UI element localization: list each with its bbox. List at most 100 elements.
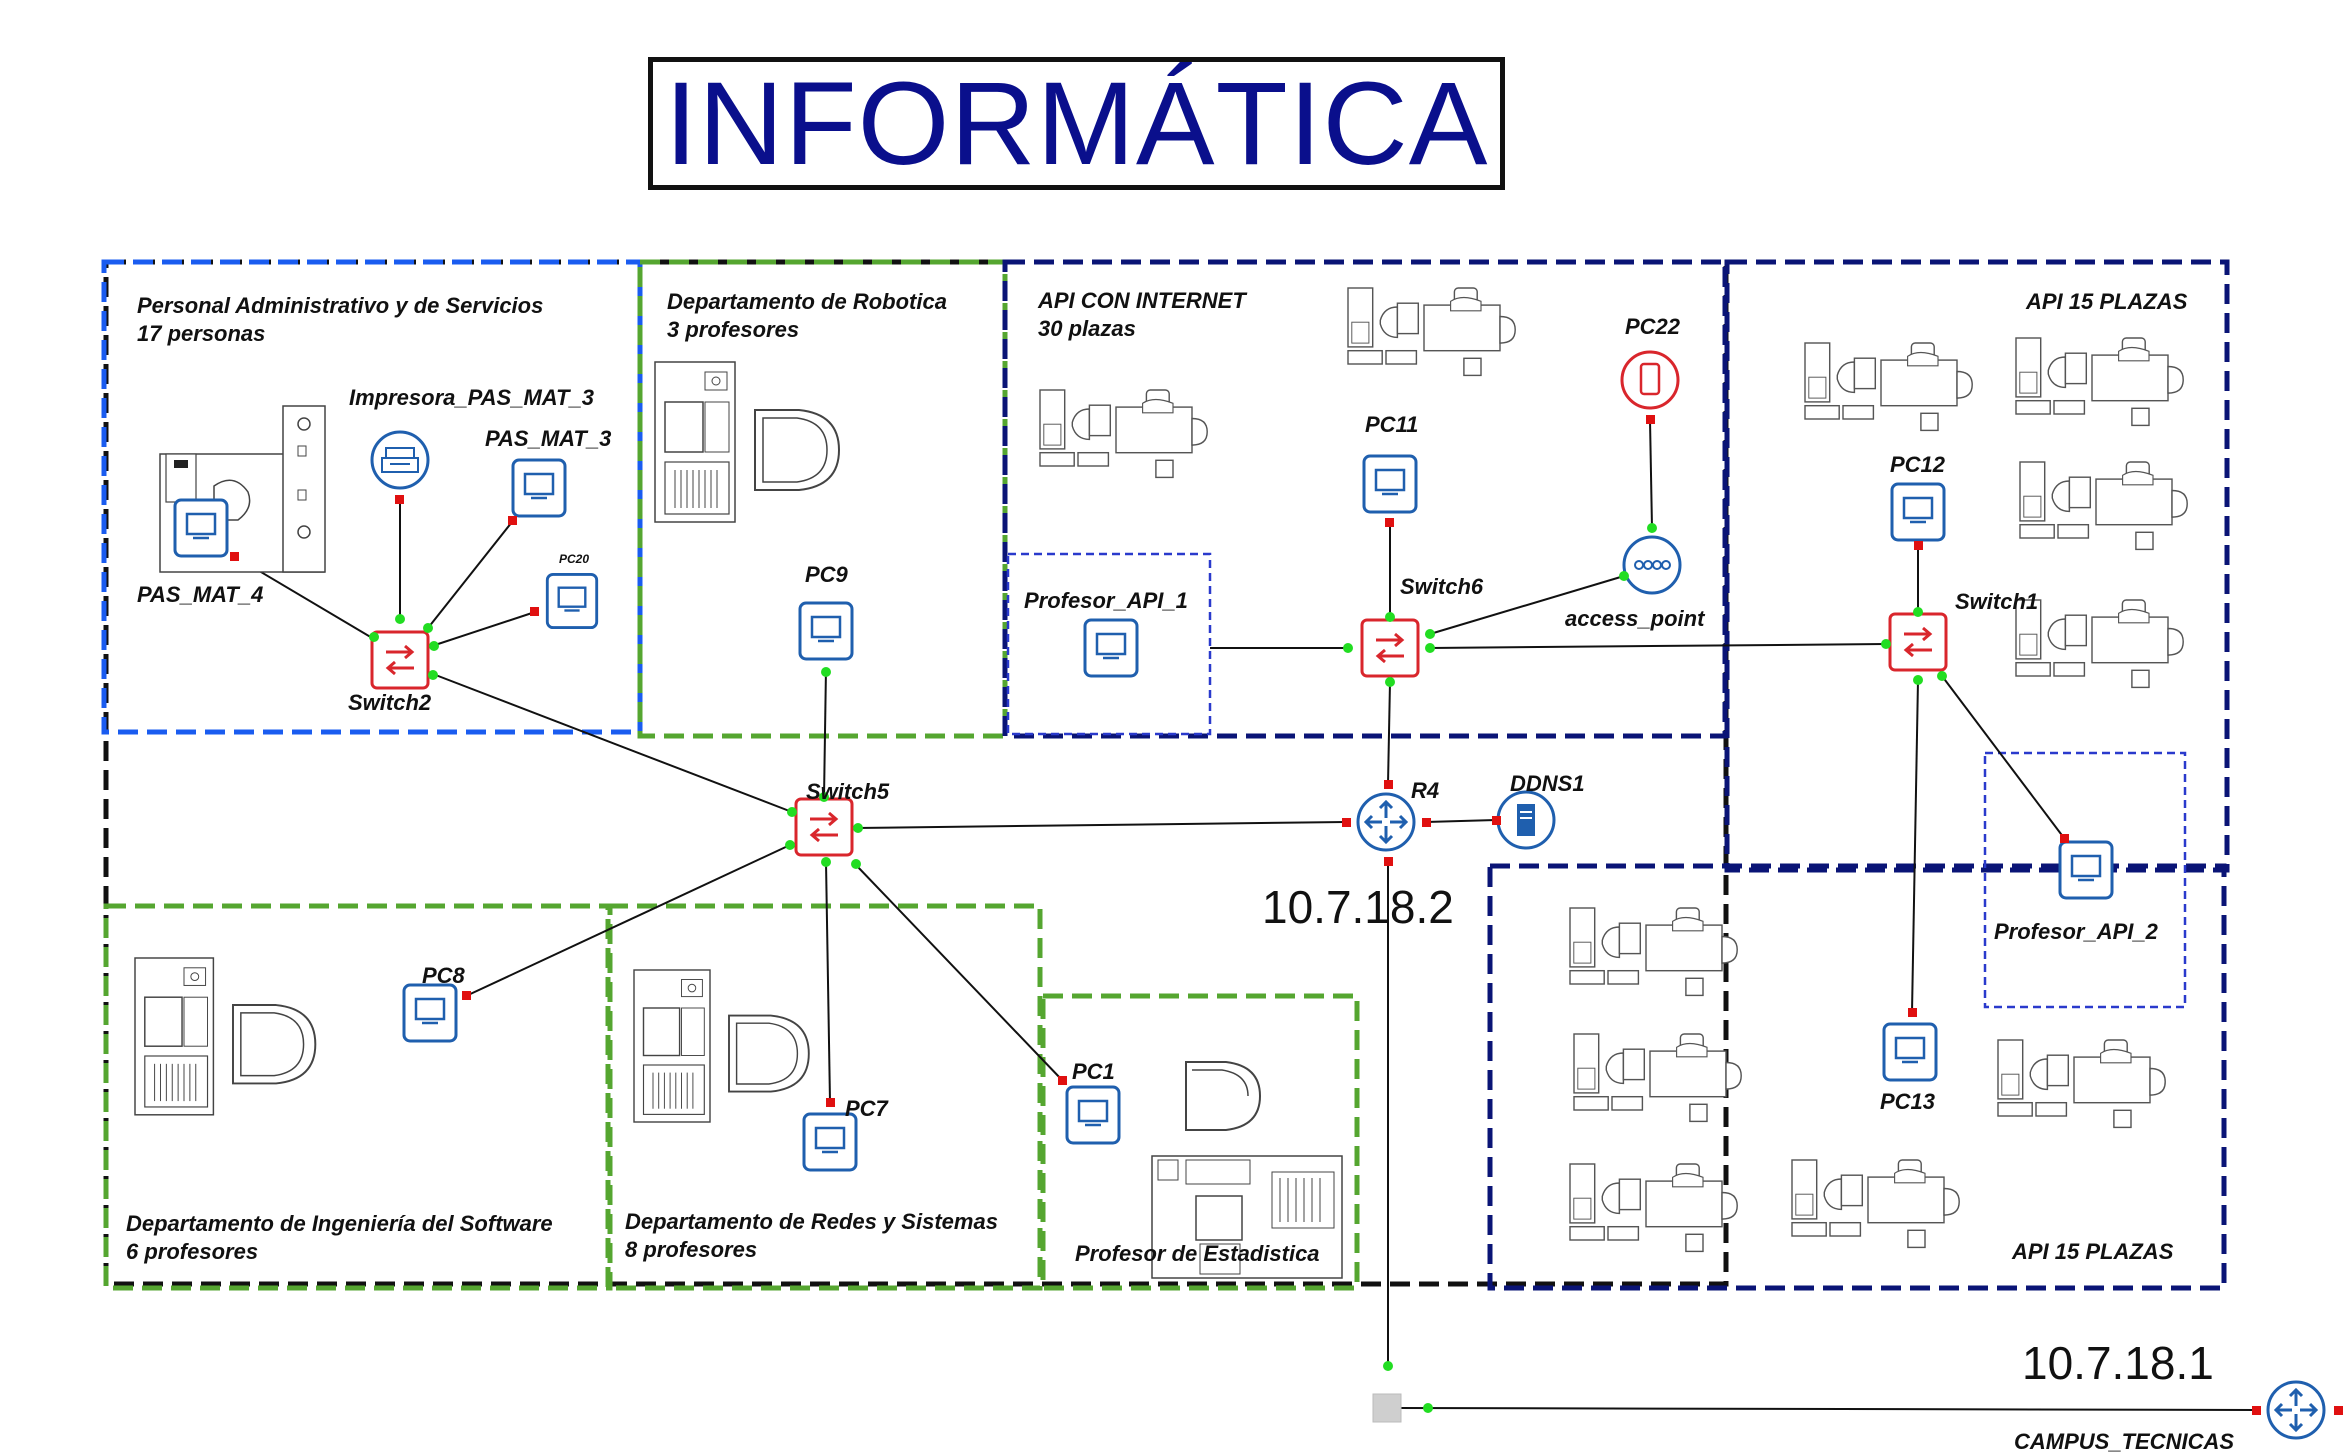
router-r4-icon[interactable] bbox=[1356, 792, 1416, 852]
pc9-monitor-icon[interactable] bbox=[798, 601, 854, 661]
zone-core-black bbox=[103, 259, 1729, 1287]
desk-icon bbox=[2015, 599, 2184, 689]
port-indicators bbox=[230, 415, 2343, 1415]
area-label-api15-bottom: API 15 PLAZAS bbox=[2012, 1239, 2174, 1264]
link-switch1-pc13 bbox=[1911, 679, 1919, 1013]
desk-icon bbox=[1569, 907, 1738, 997]
zone-robotica bbox=[637, 259, 1008, 739]
switch6-icon[interactable] bbox=[1360, 618, 1420, 678]
pc11-monitor-icon[interactable] bbox=[1362, 454, 1418, 514]
profesor-api-2-monitor-icon[interactable] bbox=[2058, 840, 2114, 900]
device-label-r4: R4 bbox=[1411, 778, 1440, 803]
hub-icon[interactable] bbox=[1372, 1393, 1402, 1423]
link-pc22-ap bbox=[1649, 419, 1653, 529]
switch1-icon[interactable] bbox=[1888, 612, 1948, 672]
ip-label-r4: 10.7.18.2 bbox=[1262, 881, 1454, 933]
area-title: Departamento de Robotica bbox=[667, 289, 947, 314]
zone-api15-top bbox=[1724, 259, 2230, 873]
link-hub-campus bbox=[1397, 1407, 2257, 1411]
zones bbox=[101, 259, 2230, 1291]
pas-mat-4-monitor-icon[interactable] bbox=[173, 498, 229, 558]
area-label-robotica: Departamento de Robotica 3 profesores bbox=[667, 288, 947, 343]
smartphone-icon[interactable] bbox=[1620, 350, 1680, 410]
link-pasmat3-switch2 bbox=[427, 521, 513, 629]
dept-office-icon bbox=[654, 361, 840, 523]
switch2-icon[interactable] bbox=[370, 630, 430, 690]
link-switch6-r4 bbox=[1387, 681, 1391, 785]
desk-icon bbox=[1569, 1163, 1738, 1253]
area-label-api-internet: API CON INTERNET 30 plazas bbox=[1038, 287, 1246, 342]
link-switch5-pc1 bbox=[855, 864, 1063, 1081]
zone-api15-bottom bbox=[1487, 863, 2227, 1291]
pc20-monitor-icon[interactable] bbox=[545, 572, 599, 630]
zone-profesor-api-1 bbox=[1006, 552, 1212, 736]
area-label-software: Departamento de Ingeniería del Software … bbox=[126, 1210, 553, 1265]
desk-icon bbox=[1804, 342, 1973, 432]
area-subtitle: 8 profesores bbox=[625, 1236, 758, 1262]
area-title: Departamento de Redes y Sistemas bbox=[625, 1209, 998, 1234]
device-label-pc1: PC1 bbox=[1072, 1059, 1115, 1084]
dept-office-icon bbox=[134, 957, 317, 1116]
device-label-profesor-api-1: Profesor_API_1 bbox=[1024, 588, 1188, 613]
pc8-monitor-icon[interactable] bbox=[402, 983, 458, 1043]
zone-pas bbox=[101, 259, 643, 735]
desk-icon bbox=[1573, 1033, 1742, 1123]
profesor-api-1-monitor-icon[interactable] bbox=[1083, 618, 1139, 678]
desk-icon bbox=[1997, 1039, 2166, 1129]
desk-icon bbox=[1347, 287, 1516, 377]
device-label-campus: CAMPUS_TECNICAS bbox=[2014, 1429, 2235, 1454]
area-subtitle: 6 profesores bbox=[126, 1238, 259, 1264]
device-label-switch2: Switch2 bbox=[348, 690, 432, 715]
zone-profesor-api-2 bbox=[1983, 751, 2187, 1009]
link-switch1-profapi2 bbox=[1941, 675, 2065, 839]
device-label-profesor-api-2: Profesor_API_2 bbox=[1994, 919, 2158, 944]
server-icon[interactable] bbox=[1496, 790, 1556, 850]
area-label-pas: Personal Administrativo y de Servicios 1… bbox=[137, 292, 543, 347]
pc1-monitor-icon[interactable] bbox=[1065, 1085, 1121, 1145]
link-switch6-switch1 bbox=[1429, 643, 1887, 649]
link-switch5-r4 bbox=[855, 821, 1347, 829]
pas-mat-3-monitor-icon[interactable] bbox=[511, 458, 567, 518]
desk-icon bbox=[1039, 389, 1208, 479]
area-label-estadistica: Profesor de Estadistica bbox=[1075, 1241, 1320, 1266]
printer-icon[interactable] bbox=[370, 430, 430, 490]
link-r4-ddns1 bbox=[1425, 819, 1497, 823]
pc13-monitor-icon[interactable] bbox=[1882, 1022, 1938, 1082]
device-label-pas-mat-4: PAS_MAT_4 bbox=[137, 582, 264, 607]
device-label-access-point: access_point bbox=[1565, 606, 1705, 631]
area-label-redes: Departamento de Redes y Sistemas 8 profe… bbox=[625, 1208, 998, 1263]
desk-icon bbox=[2019, 461, 2188, 551]
device-label-ddns1: DDNS1 bbox=[1510, 771, 1585, 796]
stats-office-icon bbox=[1151, 1061, 1343, 1279]
link-switch5-pc8 bbox=[465, 844, 791, 997]
switch5-icon[interactable] bbox=[794, 797, 854, 857]
wireless-ap-icon[interactable] bbox=[1622, 535, 1682, 595]
device-label-pc7: PC7 bbox=[845, 1096, 888, 1121]
area-title: API CON INTERNET bbox=[1038, 288, 1246, 313]
devices bbox=[173, 350, 2326, 1440]
router-campus-icon[interactable] bbox=[2266, 1380, 2326, 1440]
link-switch2-switch5 bbox=[432, 673, 793, 813]
page-title: INFORMÁTICA bbox=[664, 57, 1489, 190]
device-label-pas-mat-3: PAS_MAT_3 bbox=[485, 426, 612, 451]
dept-office-icon bbox=[633, 969, 810, 1123]
device-label-switch1: Switch1 bbox=[1955, 589, 2039, 614]
ip-label-campus: 10.7.18.1 bbox=[2022, 1337, 2214, 1389]
area-subtitle: 17 personas bbox=[137, 320, 266, 346]
link-switch5-pc7 bbox=[825, 861, 831, 1103]
device-label-switch5: Switch5 bbox=[806, 779, 890, 804]
zone-software bbox=[103, 903, 613, 1291]
title-box: INFORMÁTICA bbox=[648, 57, 1505, 190]
device-label-pc11: PC11 bbox=[1365, 412, 1419, 437]
desk-icon bbox=[2015, 337, 2184, 427]
links bbox=[233, 419, 2257, 1411]
device-label-pc8: PC8 bbox=[422, 963, 465, 988]
pc12-monitor-icon[interactable] bbox=[1890, 482, 1946, 542]
zone-redes bbox=[605, 903, 1043, 1291]
zone-estadistica bbox=[1040, 993, 1360, 1291]
link-pc9-switch5 bbox=[823, 667, 827, 799]
link-ap-switch6 bbox=[1429, 575, 1625, 635]
link-pc20-switch2 bbox=[431, 611, 536, 647]
area-label-api15-top: API 15 PLAZAS bbox=[2026, 289, 2188, 314]
device-label-pc13: PC13 bbox=[1880, 1089, 1936, 1114]
